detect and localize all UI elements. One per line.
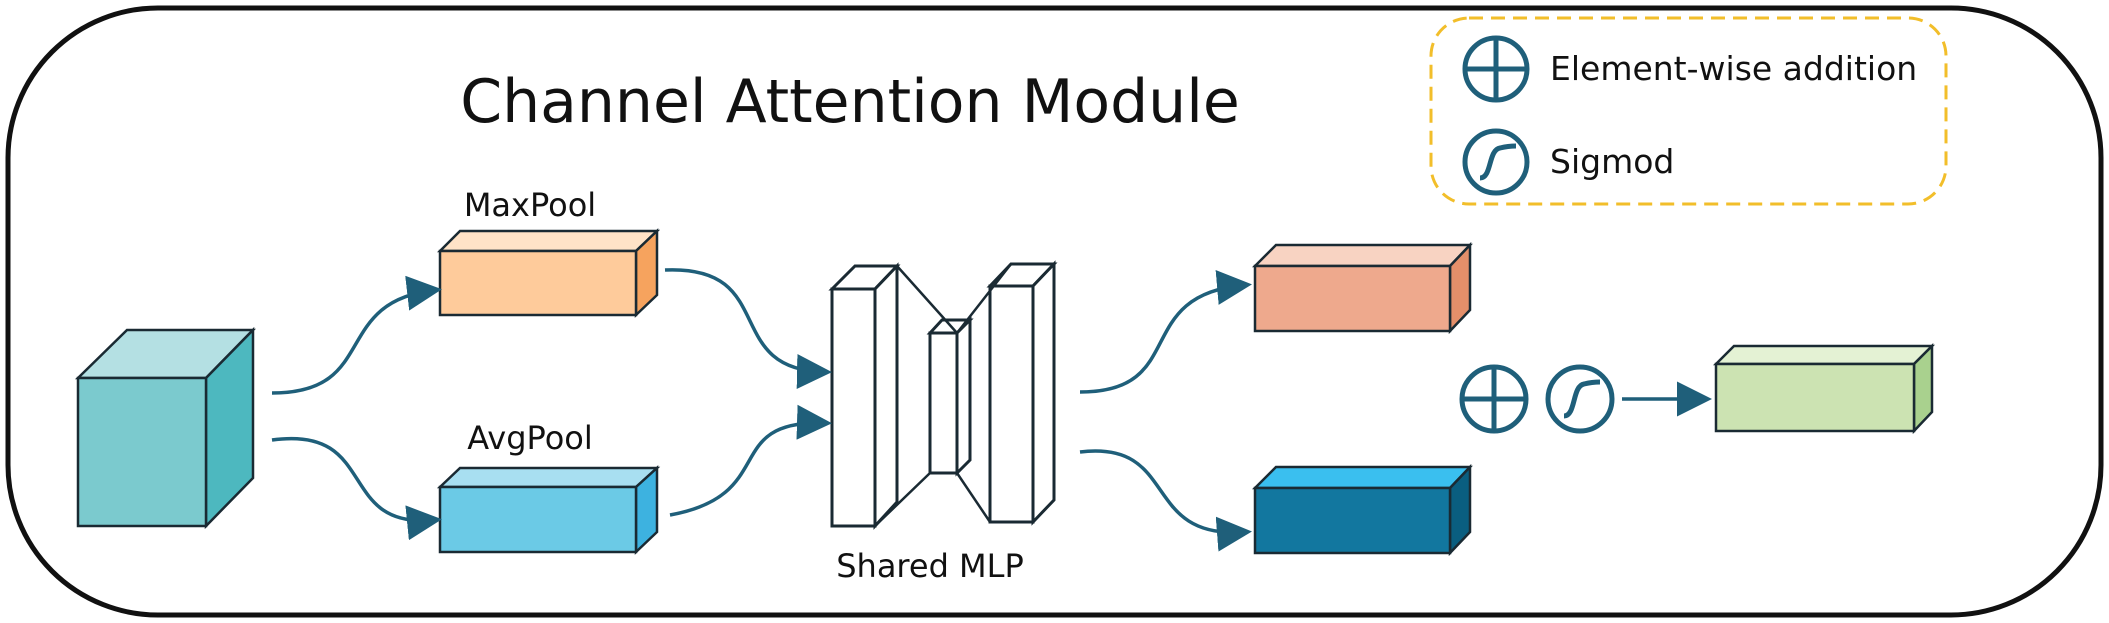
legend: Element-wise addition Sigmod: [1429, 16, 1948, 206]
avgpool-label: AvgPool: [467, 419, 592, 457]
arrows: [271, 268, 1712, 552]
arrow-input-to-avgpool: [271, 436, 442, 541]
module-title: Channel Attention Module: [460, 67, 1240, 137]
arrow-avgpool-to-mlp: [669, 404, 832, 517]
mlp-layer-3: [986, 260, 1058, 526]
attention-output-block: [1712, 342, 1936, 435]
legend-addition-label: Element-wise addition: [1550, 49, 1917, 88]
addition-operator-icon: [1459, 364, 1529, 434]
avgpool-block: [436, 465, 661, 555]
legend-box: [1429, 16, 1948, 206]
arrow-maxpool-to-mlp: [664, 268, 832, 389]
arrow-mlp-to-output-bottom: [1079, 449, 1252, 552]
mlp-layer-2: [926, 316, 974, 477]
input-feature-cube: [74, 326, 256, 530]
arrow-input-to-maxpool: [271, 275, 442, 395]
legend-sigmoid-label: Sigmod: [1550, 142, 1674, 181]
legend-addition-icon: [1462, 35, 1530, 103]
mlp-output-bottom: [1251, 463, 1473, 557]
sigmoid-operator-icon: [1545, 364, 1615, 434]
arrow-mlp-to-output-top: [1079, 270, 1252, 394]
legend-sigmoid-icon: [1462, 128, 1530, 196]
shared-mlp: [828, 260, 1058, 530]
maxpool-label: MaxPool: [464, 186, 596, 224]
mlp-layer-1: [828, 262, 901, 530]
mlp-output-top: [1251, 241, 1473, 335]
maxpool-block: [436, 228, 661, 318]
shared-mlp-label: Shared MLP: [836, 547, 1024, 585]
mlp-connections: [874, 263, 1012, 527]
